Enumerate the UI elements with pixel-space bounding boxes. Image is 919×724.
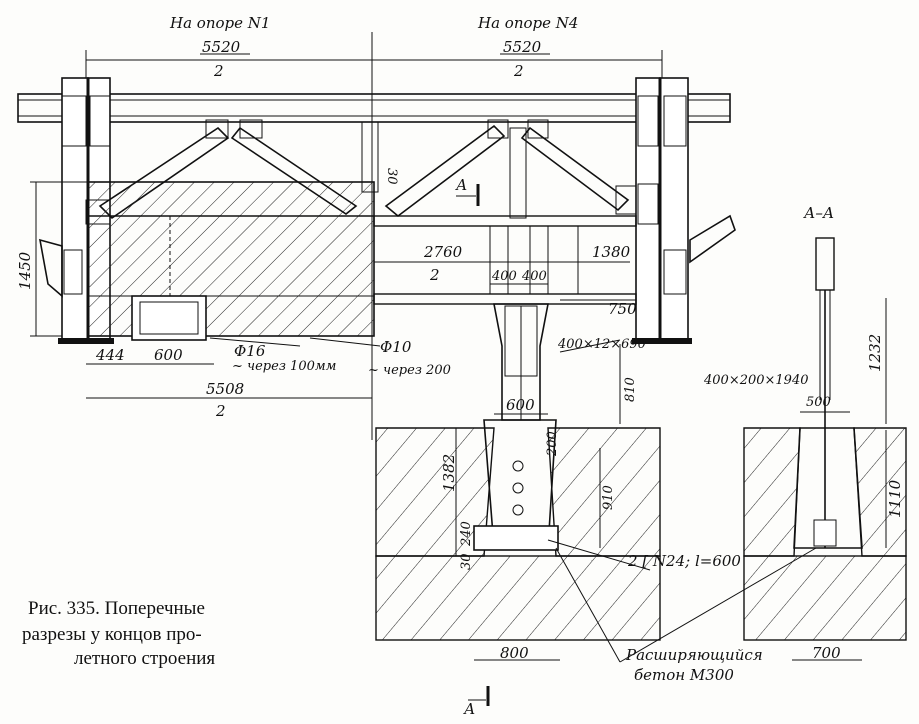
top-chord: [17, 93, 731, 123]
dim-step100: ~ через 100мм: [232, 359, 336, 374]
dim-channel: 2 [ N24; l=600: [627, 552, 741, 570]
dim-2760-den: 2: [429, 266, 440, 284]
dim-30: 30: [384, 168, 399, 185]
dim-phi16: Φ16: [234, 342, 266, 360]
foundation-right: [743, 237, 907, 641]
dim-30b: 30: [459, 553, 474, 570]
cut-label-top: А: [455, 176, 467, 194]
dim-5520-right: 5520: [503, 38, 542, 56]
dim-plate: 400×12×690: [557, 337, 646, 352]
dim-1382: 1382: [440, 454, 458, 492]
dim-750: 750: [608, 300, 637, 318]
dim-700: 700: [812, 644, 841, 662]
dim-phi10: Φ10: [380, 338, 412, 356]
header-right: На опоре N4: [477, 14, 578, 32]
right-column: [632, 77, 736, 344]
dim-200: 200: [545, 431, 560, 457]
dim-910: 910: [601, 485, 616, 510]
cut-markers: [456, 184, 490, 706]
dim-5508: 5508: [206, 380, 244, 398]
dim-post: 400×200×1940: [703, 373, 809, 388]
lower-chords: [373, 215, 637, 305]
support-post: [483, 303, 557, 549]
cut-label-bottom: А: [463, 700, 475, 718]
header-dimensions: На опоре N1 На опоре N4 5520 2 5520 2: [85, 14, 663, 440]
dim-step200: ~ через 200: [368, 363, 451, 378]
caption-line-2: разрезы у концов про-: [22, 624, 202, 645]
foundation-left: [375, 427, 661, 641]
dim-2760: 2760: [423, 243, 463, 261]
figure-caption: Рис. 335. Поперечные разрезы у концов пр…: [22, 598, 215, 669]
dim-2-right: 2: [513, 62, 524, 80]
caption-line-3: летного строения: [74, 648, 215, 669]
dim-1450: 1450: [16, 251, 34, 290]
dimension-lines: [30, 150, 887, 663]
concrete-slab: [87, 181, 375, 341]
dim-400-a: 400: [491, 269, 517, 284]
dim-1380: 1380: [592, 243, 631, 261]
section-label: А–А: [803, 204, 834, 222]
dim-600-a: 600: [154, 346, 183, 364]
dim-1232: 1232: [866, 334, 884, 372]
dim-500: 500: [806, 395, 831, 410]
dim-600-b: 600: [506, 396, 535, 414]
dimension-texts: 30 1450 2760 2 1380 400 400 750 400×12×6…: [16, 168, 904, 718]
dim-400-b: 400: [521, 269, 547, 284]
note-concrete-2: бетон М300: [634, 666, 734, 684]
note-concrete-1: Расширяющийся: [625, 646, 763, 664]
dim-1110: 1110: [886, 479, 904, 518]
dim-240: 240: [459, 521, 474, 547]
dim-2-left: 2: [213, 62, 224, 80]
header-left: На опоре N1: [169, 14, 270, 32]
dim-800: 800: [500, 644, 529, 662]
dim-5508-den: 2: [215, 402, 226, 420]
dim-444: 444: [95, 346, 125, 364]
caption-line-1: Рис. 335. Поперечные: [28, 598, 205, 619]
dim-810: 810: [623, 377, 638, 402]
dim-5520-left: 5520: [202, 38, 241, 56]
